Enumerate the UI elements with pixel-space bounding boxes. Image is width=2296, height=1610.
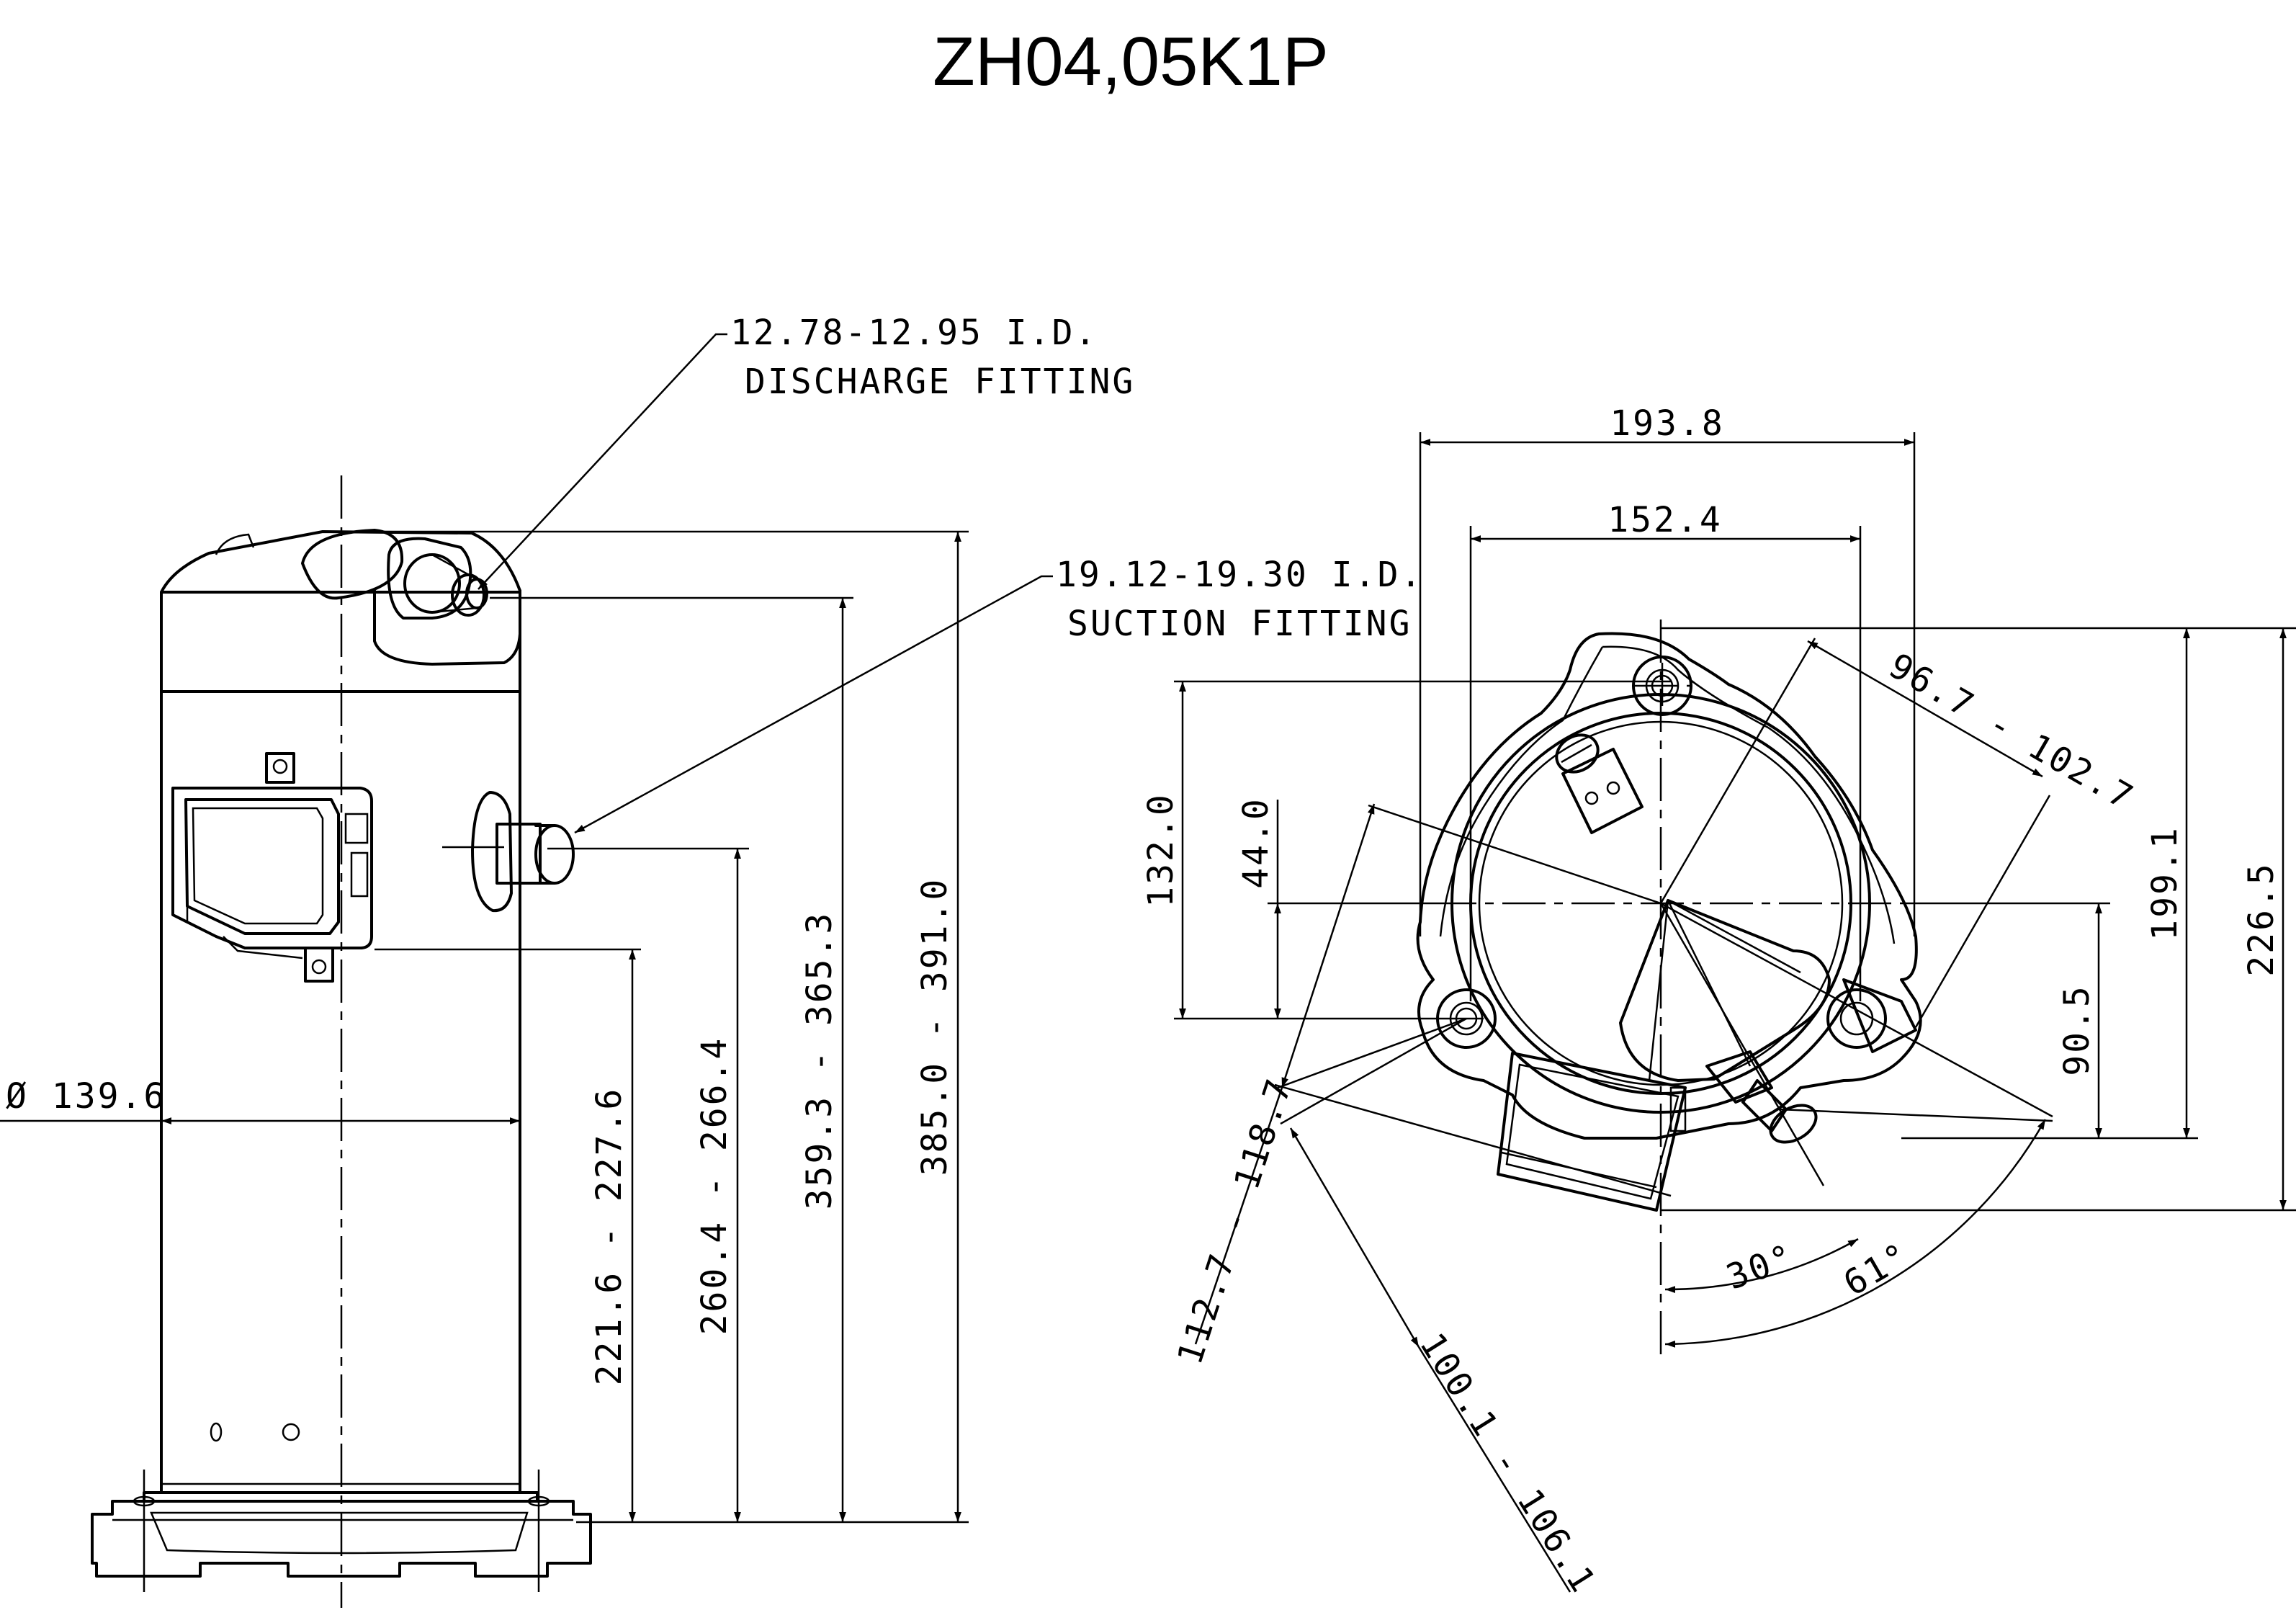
base-plate bbox=[91, 1470, 592, 1592]
dim-shell-diameter: Ø 139.6 bbox=[6, 1076, 166, 1117]
dim-mount-width: 152.4 bbox=[1607, 500, 1723, 540]
top-terminal-box bbox=[1497, 1052, 1687, 1212]
dim-mount-height: 199.1 bbox=[2145, 826, 2185, 941]
dim-box-height: 221.6 - 227.6 bbox=[589, 1087, 629, 1386]
suction-fitting bbox=[442, 791, 575, 913]
discharge-fitting-size: 12.78-12.95 I.D. bbox=[730, 313, 1098, 353]
discharge-fitting bbox=[387, 537, 488, 620]
compressor-top-cap bbox=[160, 530, 521, 693]
mounting-plate-outline bbox=[1416, 632, 1922, 1140]
terminal-box bbox=[171, 752, 373, 983]
dim-overall-depth: 226.5 bbox=[2241, 862, 2282, 977]
discharge-dome bbox=[301, 529, 404, 600]
terminal-lug bbox=[1555, 733, 1643, 834]
dim-suction-height: 260.4 - 266.4 bbox=[694, 1037, 735, 1336]
mount-hole-right bbox=[1826, 988, 1887, 1049]
side-view: 385.0 - 391.0 359.3 - 365.3 260.4 - 266.… bbox=[0, 313, 1423, 1608]
dim-overall-height: 385.0 - 391.0 bbox=[915, 877, 955, 1176]
dim-front-depth: 132.0 bbox=[1141, 792, 1181, 908]
dim-radial-bottom: 100.1 - 106.1 bbox=[1412, 1326, 1604, 1601]
dim-discharge-height: 359.3 - 365.3 bbox=[799, 911, 840, 1210]
dim-lower-height: 90.5 bbox=[2057, 984, 2097, 1076]
angle-small: 30° bbox=[1721, 1236, 1800, 1297]
dim-radial-discharge: 96.7 - 102.7 bbox=[1882, 645, 2140, 818]
discharge-fitting-label: DISCHARGE FITTING bbox=[745, 362, 1135, 402]
drawing-title: ZH04,05K1P bbox=[933, 23, 1329, 100]
suction-fitting-label: SUCTION FITTING bbox=[1067, 604, 1412, 644]
mount-hole-top bbox=[1632, 656, 1692, 716]
dim-center-offset: 44.0 bbox=[1236, 797, 1276, 889]
dim-overall-width: 193.8 bbox=[1610, 403, 1725, 444]
suction-fitting-size: 19.12-19.30 I.D. bbox=[1056, 555, 1423, 595]
dim-radial-left: 112.7 - 118.7 bbox=[1170, 1073, 1300, 1369]
